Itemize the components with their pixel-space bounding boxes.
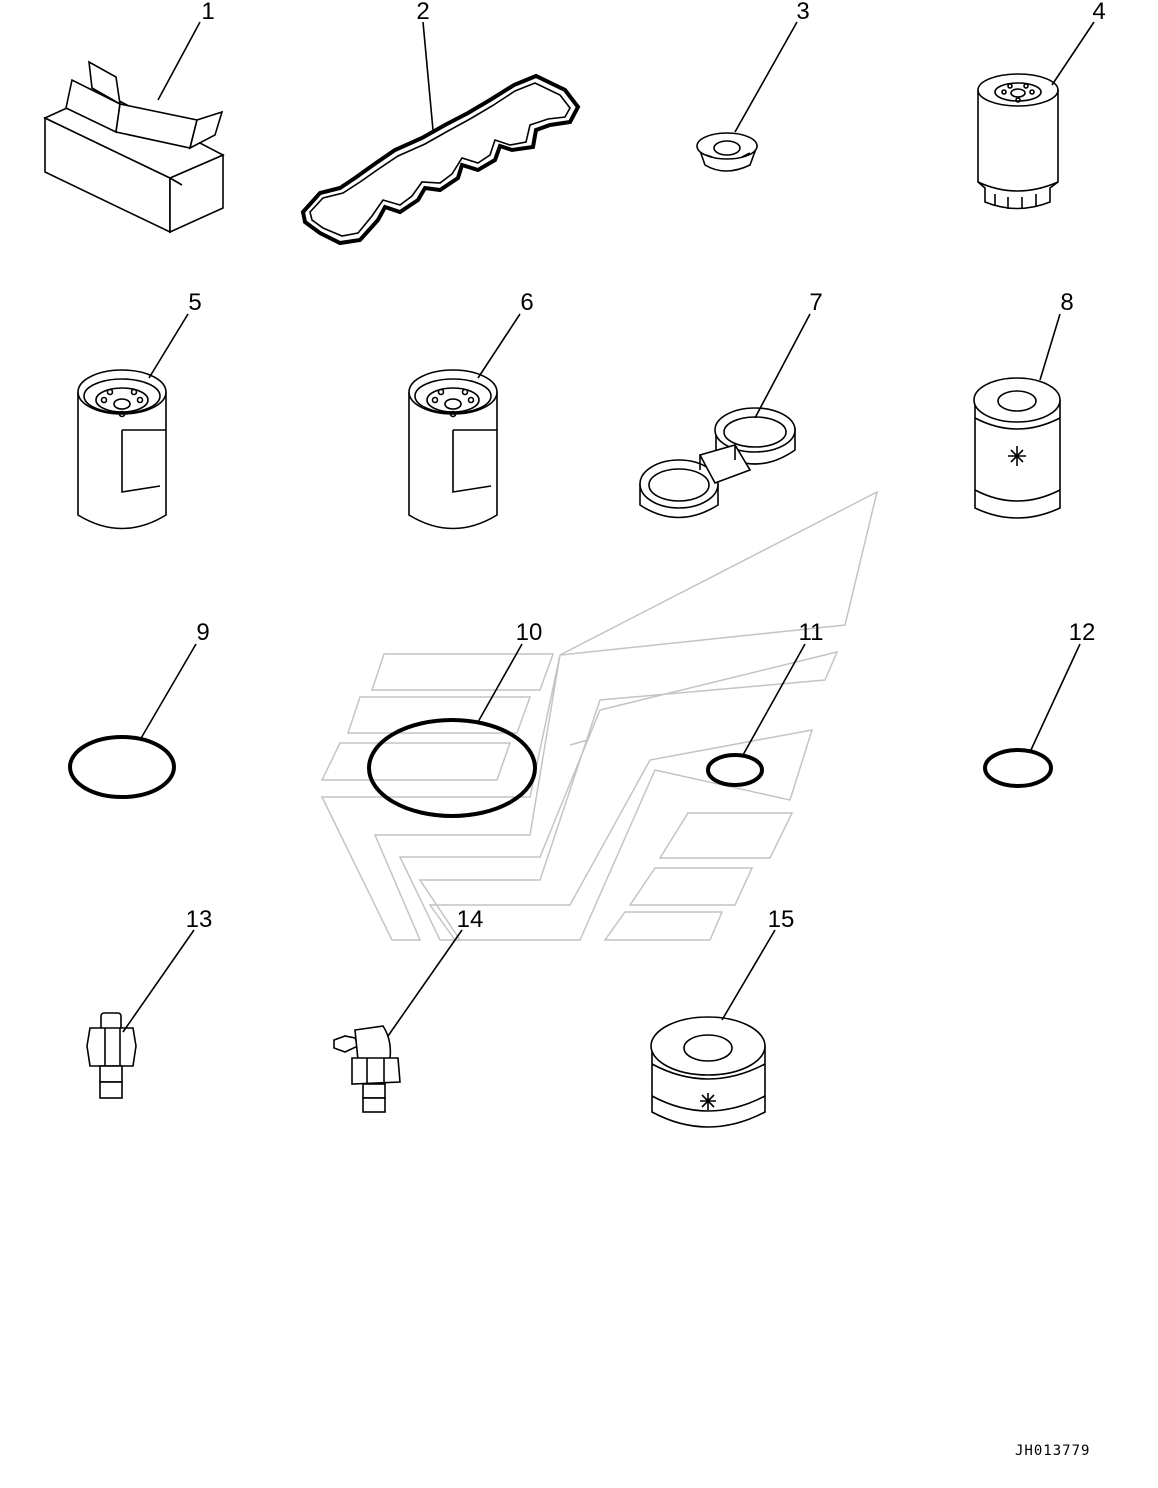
callout-13: 13 [186,906,213,933]
callout-12: 12 [1069,619,1096,646]
part-9-o-ring[interactable] [68,735,176,799]
callout-11: 11 [799,619,824,646]
part-1-box-kit[interactable] [43,60,225,234]
callout-2: 2 [416,0,429,25]
leader-lines [122,21,1095,1037]
part-7-double-ring-seal[interactable] [639,407,796,519]
part-13-grease-fitting-straight[interactable] [86,1012,137,1099]
callout-15: 15 [768,906,795,933]
part-14-grease-fitting-elbow[interactable] [333,1025,401,1113]
callout-6: 6 [520,289,533,316]
callout-10: 10 [516,619,543,646]
drawing-id: JH013779 [1015,1443,1090,1459]
callout-3: 3 [796,0,809,25]
callout-9: 9 [196,619,209,646]
callout-4: 4 [1092,0,1105,25]
callout-5: 5 [188,289,201,316]
part-3-seal-grommet[interactable] [696,132,759,172]
callout-8: 8 [1060,289,1073,316]
part-2-valve-cover-gasket[interactable] [300,73,581,246]
callout-1: 1 [201,0,214,25]
callout-numbers: 1 2 3 4 5 6 7 8 9 10 11 12 13 14 15 [186,0,1106,933]
part-15-air-filter-element[interactable] [650,1016,766,1128]
part-12-o-ring[interactable] [983,748,1053,788]
callout-7: 7 [809,289,822,316]
watermark-logo-icon [320,490,879,941]
part-4-spin-on-filter[interactable] [977,73,1059,210]
callout-14: 14 [457,906,484,933]
part-6-filter-cartridge[interactable] [408,369,498,530]
part-5-filter-cartridge[interactable] [77,369,167,530]
part-11-o-ring[interactable] [706,753,764,787]
part-10-o-ring[interactable] [367,718,537,818]
part-8-filter-element[interactable] [973,377,1061,519]
